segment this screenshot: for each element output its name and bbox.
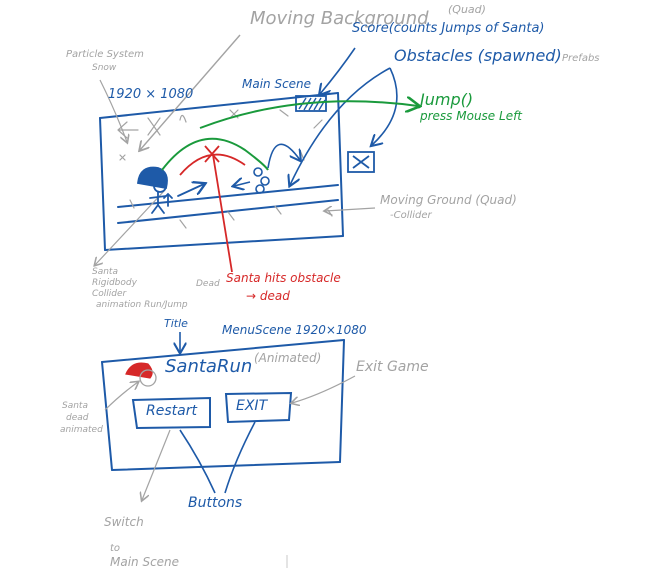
menu-santa-head <box>125 362 157 387</box>
title-label: Title <box>164 317 188 330</box>
santa-figure <box>137 166 204 214</box>
jump-label: Jump() <box>420 90 474 109</box>
moving-ground-sub-label: -Collider <box>390 210 432 221</box>
exit-game-arrow <box>292 375 356 403</box>
game-title: SantaRun <box>165 356 253 377</box>
obstacles-arrow <box>372 67 398 145</box>
buttons-label-lines <box>179 421 256 494</box>
collision-arc <box>179 153 246 176</box>
switch-arrow <box>142 429 171 500</box>
moving-background-label: Moving Background <box>250 8 429 29</box>
switch-label: Switch <box>104 515 144 529</box>
obstacle-box <box>347 151 375 173</box>
jump-sub-label: press Mouse Left <box>420 109 522 123</box>
moving-obstacles <box>234 167 270 194</box>
santa-dead-label-3: animated <box>60 425 103 435</box>
main-scene-frame <box>99 92 344 251</box>
particle-system-label: Particle System <box>66 49 144 60</box>
obstacle-jump-arc <box>267 143 300 169</box>
menu-scene-heading: MenuScene 1920×1080 <box>222 323 367 337</box>
score-label: Score(counts Jumps of Santa) <box>352 21 545 36</box>
particle-arrow <box>99 79 127 142</box>
exit-button[interactable]: EXIT <box>236 398 268 414</box>
menu-scene-frame <box>101 339 345 471</box>
restart-button[interactable]: Restart <box>146 403 197 419</box>
obstacles-spawn-arrow <box>290 67 391 185</box>
santa-label-3: Collider <box>92 289 127 299</box>
menu-buttons-outline <box>131 391 293 430</box>
buttons-label: Buttons <box>188 495 243 511</box>
game-title-note: (Animated) <box>254 351 322 365</box>
santa-label-1: Santa <box>92 267 118 277</box>
collision-line <box>212 154 233 273</box>
santa-label-4: animation Run/Jump <box>96 300 188 310</box>
jump-arrow <box>199 101 418 129</box>
hit-obstacle-label: Santa hits obstacle <box>226 271 341 285</box>
dead-anim-arrow <box>104 382 138 411</box>
score-arrow <box>320 47 356 94</box>
santa-arrow <box>95 189 166 265</box>
jump-arc <box>161 137 269 171</box>
prefabs-label: Prefabs <box>562 53 600 64</box>
collision-cross <box>204 145 220 163</box>
moving-background-note: (Quad) <box>448 3 486 16</box>
obstacles-label: Obstacles (spawned) <box>394 46 562 65</box>
moving-background-arrow <box>140 34 241 150</box>
particle-snow-label: Snow <box>92 63 117 73</box>
santa-dead-label-2: dead <box>66 413 89 423</box>
main-scene-title: Main Scene <box>242 77 312 91</box>
dead-label: → dead <box>246 289 290 303</box>
santa-dead-label-1: Santa <box>62 401 88 411</box>
moving-ground-arrow <box>325 208 376 211</box>
santa-label-2: Rigidbody <box>92 278 137 288</box>
main-resolution: 1920 × 1080 <box>108 87 194 102</box>
santa-label-5: Dead <box>196 279 220 289</box>
switch-to-label: to <box>110 543 121 554</box>
moving-ground-label: Moving Ground (Quad) <box>380 193 517 207</box>
exit-game-label: Exit Game <box>356 359 429 375</box>
switch-main-scene-label: Main Scene <box>110 555 180 569</box>
